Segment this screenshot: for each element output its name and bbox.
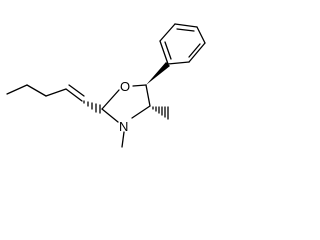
atom-label-oxygen: O [120, 79, 130, 94]
molecule-canvas: O N [0, 0, 238, 159]
hashed-wedge-c2-chain [83, 100, 101, 114]
bond-n-methyl [121, 131, 125, 148]
phenyl-bond-6 [159, 40, 169, 65]
phenyl-bond-3 [196, 26, 206, 44]
phenyl-bond-5 [159, 23, 176, 42]
bond-c2-n3 [101, 108, 119, 123]
structure-diagram: O N [6, 23, 206, 148]
bond-c4-c5 [145, 84, 151, 107]
bond-alkene-double [68, 84, 85, 97]
wedge-bond-phenyl [146, 62, 170, 85]
phenyl-double-bond-1 [188, 43, 201, 58]
bond-o1-c2 [101, 89, 120, 110]
bond-chain-4 [26, 84, 47, 97]
pentenyl-chain [6, 84, 85, 102]
hashed-wedge-c4-methyl [152, 106, 169, 120]
bond-c1-c2-alkene [65, 88, 83, 102]
bond-chain-3 [45, 88, 67, 97]
bond-chain-5 [6, 84, 28, 95]
phenyl-bond-1 [167, 61, 190, 65]
phenyl-bond-4 [174, 23, 198, 28]
bond-c5-o1 [132, 84, 147, 87]
phenyl-double-bond-3 [164, 41, 172, 60]
phenyl-double-bond-2 [176, 28, 195, 32]
bond-n3-c4 [131, 105, 151, 119]
atom-label-nitrogen: N [119, 119, 128, 134]
phenyl-ring [159, 23, 206, 65]
oxazolidine-ring [101, 84, 151, 123]
phenyl-bond-2 [188, 42, 206, 63]
